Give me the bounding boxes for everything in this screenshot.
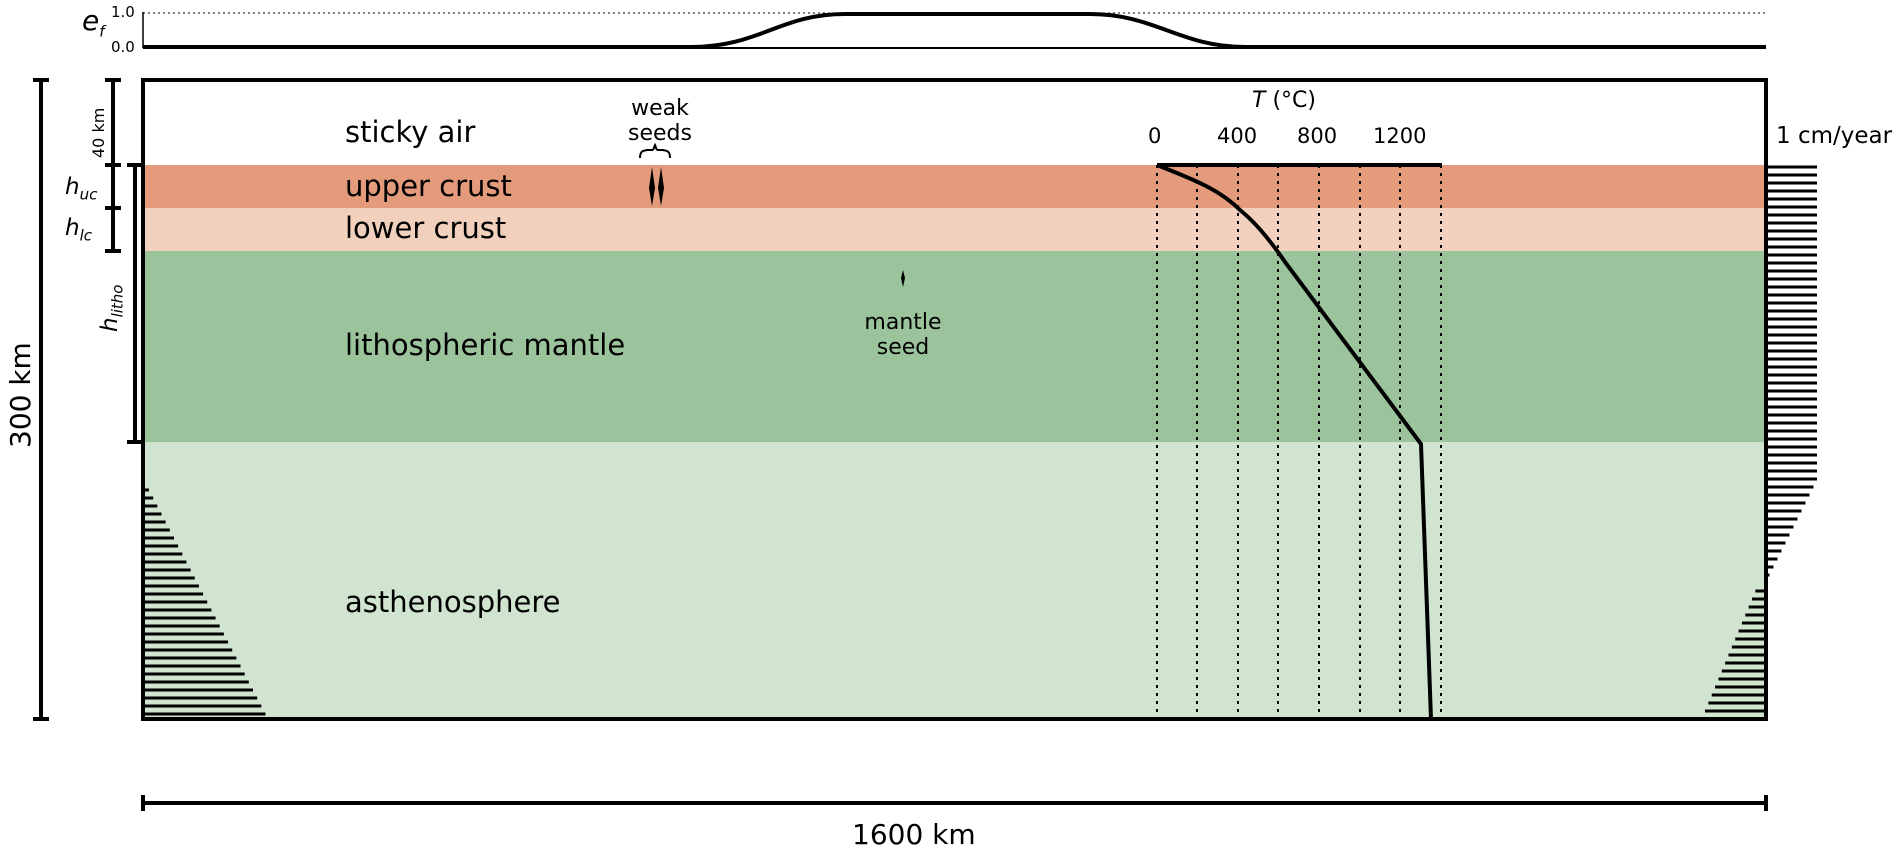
left-boundary-velocity xyxy=(143,488,266,716)
upper-crust-layer xyxy=(143,165,1766,208)
lower-crust-layer xyxy=(143,208,1766,251)
temperature-plot xyxy=(1156,163,1442,720)
ef-curve xyxy=(143,12,1766,49)
right-boundary-velocity xyxy=(1704,165,1817,713)
weak-seeds-brace xyxy=(639,142,671,159)
sticky-air-layer xyxy=(143,80,1766,165)
weak-seeds xyxy=(649,167,664,206)
lithospheric-mantle-layer xyxy=(143,251,1766,442)
mantle-seed xyxy=(901,270,905,287)
geotherm-curve xyxy=(1156,163,1433,720)
dimension-bars xyxy=(33,78,1768,811)
asthenosphere-layer xyxy=(143,442,1766,719)
ef-plot xyxy=(142,12,1766,49)
